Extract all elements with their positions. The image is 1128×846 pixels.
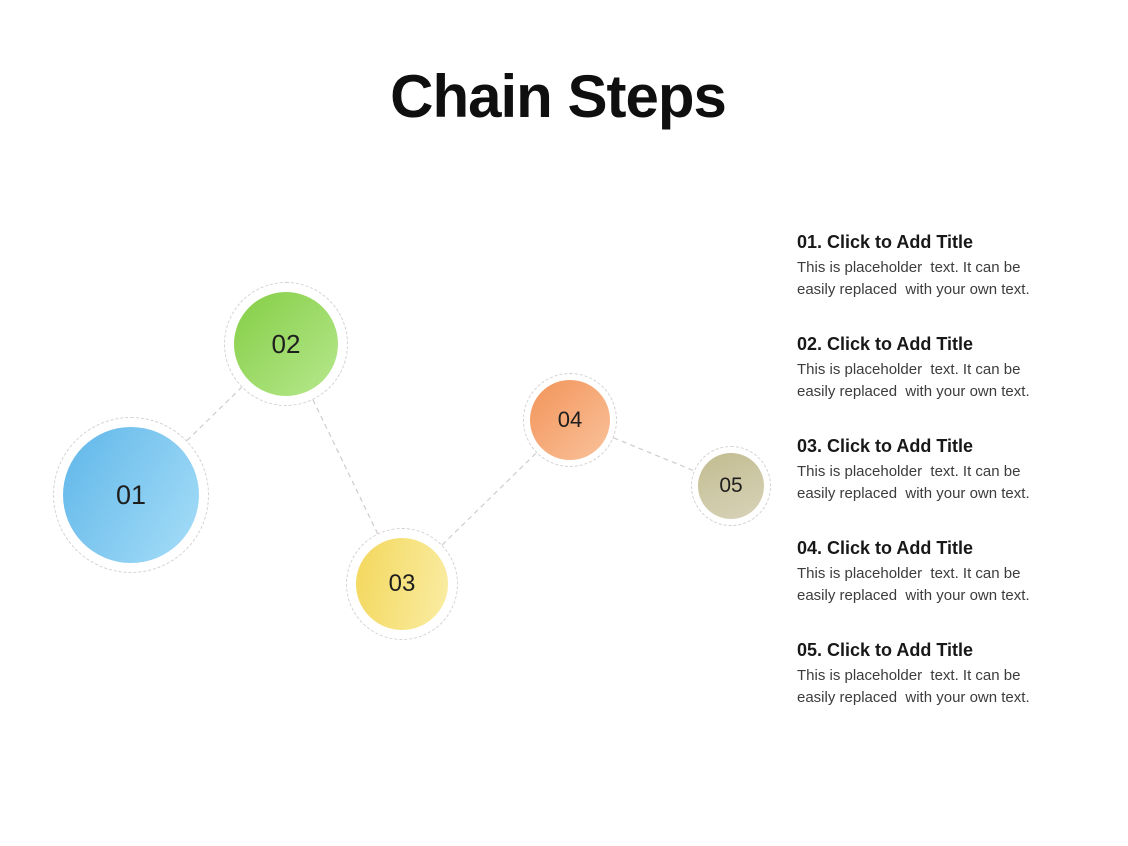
panel-item-title: 02. Click to Add Title bbox=[797, 334, 974, 354]
step-number-label: 04 bbox=[557, 407, 583, 432]
step-circle-01[interactable]: 01 bbox=[53, 417, 209, 573]
panel-item-title: 05. Click to Add Title bbox=[797, 640, 974, 660]
panel-item-body: This is placeholder text. It can be easi… bbox=[797, 361, 1030, 400]
step-number-label: 05 bbox=[719, 474, 743, 497]
step-circle-04[interactable]: 04 bbox=[523, 373, 617, 467]
step-circle-02[interactable]: 02 bbox=[224, 282, 348, 406]
panel-item-body: This is placeholder text. It can be easi… bbox=[797, 565, 1030, 604]
step-number-label: 03 bbox=[388, 570, 416, 597]
step-circle-05-fill: 05 bbox=[698, 453, 764, 519]
panel-item-body: This is placeholder text. It can be easi… bbox=[797, 259, 1030, 298]
connector-line-03-04 bbox=[441, 452, 537, 546]
panel-item-01[interactable]: 01. Click to Add Title This is placehold… bbox=[797, 230, 1051, 301]
step-circle-02-fill: 02 bbox=[234, 292, 338, 396]
panel-item-title: 03. Click to Add Title bbox=[797, 436, 974, 456]
step-circle-03-fill: 03 bbox=[356, 538, 448, 630]
slide-title[interactable]: Chain Steps bbox=[390, 63, 727, 130]
step-circle-05[interactable]: 05 bbox=[691, 446, 771, 526]
connector-line-02-03 bbox=[312, 399, 379, 534]
step-number-label: 02 bbox=[271, 328, 301, 359]
panel-item-03[interactable]: 03. Click to Add Title This is placehold… bbox=[797, 434, 1051, 505]
step-circle-03[interactable]: 03 bbox=[346, 528, 458, 640]
panel-item-title: 01. Click to Add Title bbox=[797, 232, 974, 252]
step-circle-04-fill: 04 bbox=[530, 380, 610, 460]
panel-item-body: This is placeholder text. It can be easi… bbox=[797, 667, 1030, 706]
panel-item-title: 04. Click to Add Title bbox=[797, 538, 974, 558]
connector-line-01-02 bbox=[186, 386, 243, 442]
step-number-label: 01 bbox=[115, 479, 147, 510]
panel-item-04[interactable]: 04. Click to Add Title This is placehold… bbox=[797, 536, 1051, 607]
step-circle-01-fill: 01 bbox=[63, 427, 199, 563]
step-descriptions-panel: 01. Click to Add Title This is placehold… bbox=[797, 230, 1051, 740]
panel-item-05[interactable]: 05. Click to Add Title This is placehold… bbox=[797, 638, 1051, 709]
panel-item-02[interactable]: 02. Click to Add Title This is placehold… bbox=[797, 332, 1051, 403]
connector-line-04-05 bbox=[613, 437, 695, 472]
panel-item-body: This is placeholder text. It can be easi… bbox=[797, 463, 1030, 502]
